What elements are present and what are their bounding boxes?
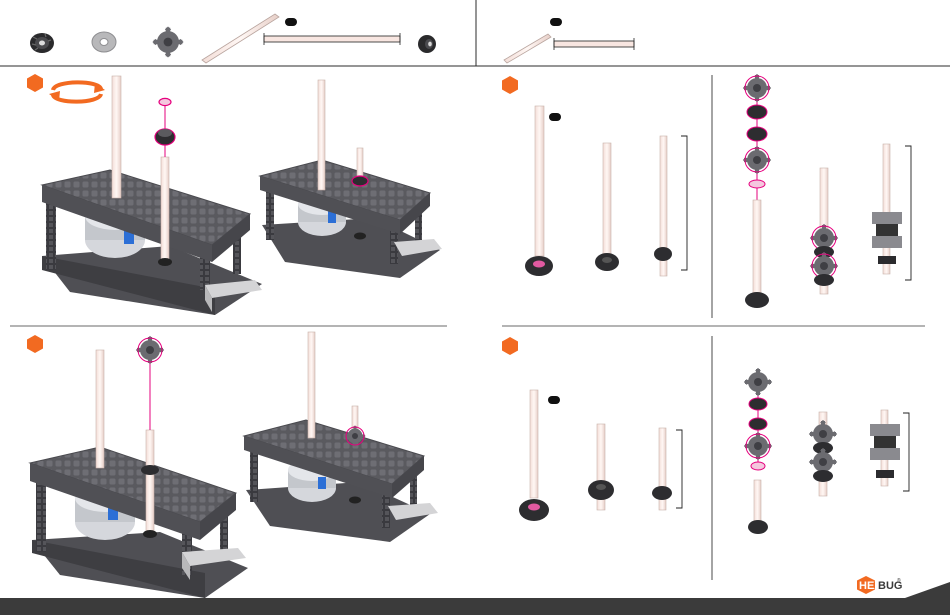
frame-assembly-bottom-left-small bbox=[244, 332, 438, 542]
hexbug-logo: HEX BUG ® bbox=[856, 575, 902, 595]
parts-strip bbox=[0, 0, 950, 66]
logo-mark: ® bbox=[897, 577, 901, 584]
frame-assembly-top-left bbox=[42, 76, 262, 315]
footer-bar bbox=[0, 598, 950, 615]
rod-subassembly-bottom-right bbox=[519, 368, 909, 534]
frame-assembly-bottom-left bbox=[30, 336, 248, 598]
rotate-arrows-icon bbox=[49, 82, 105, 101]
rod-subassembly-top-right bbox=[525, 74, 911, 308]
frame-assembly-top-left-small bbox=[260, 80, 442, 278]
